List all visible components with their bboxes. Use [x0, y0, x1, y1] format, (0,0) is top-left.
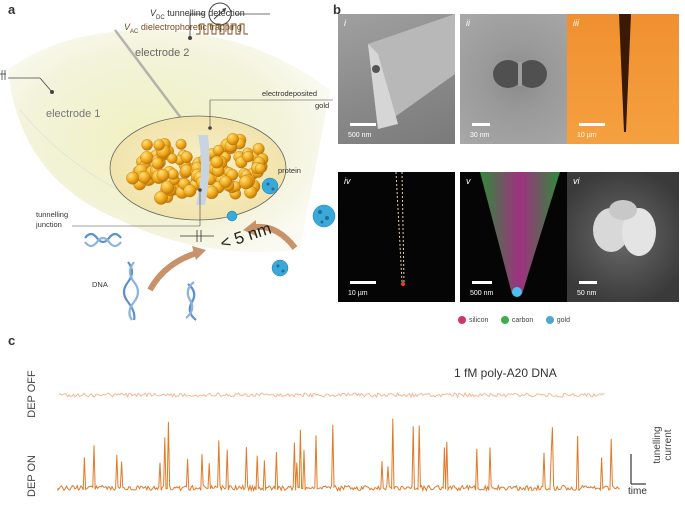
gold-particle [180, 151, 193, 164]
micrograph-iv: iv 10 µm [338, 172, 455, 302]
panel-a-schematic [0, 2, 336, 321]
gold-particle [138, 171, 151, 184]
gold-particle [210, 155, 224, 169]
scale-bar [579, 281, 597, 284]
gold-particle [156, 168, 170, 182]
gold-label: gold [315, 101, 330, 110]
scale-text: 500 nm [348, 132, 372, 139]
dep-off-trace [59, 392, 605, 399]
gold-particle [154, 190, 168, 205]
condition-annotation: 1 fM poly-A20 DNA [454, 366, 557, 380]
scale-text: 50 nm [577, 290, 597, 297]
legend-gold: gold [545, 316, 570, 325]
dna-helix-icon [84, 232, 197, 321]
vac-label: VAC dielectrophoretic trapping [124, 22, 242, 35]
electrode-2-label: electrode 2 [135, 47, 190, 59]
gold-particle [166, 153, 178, 164]
vdc-label: VDC tunnelling detection [150, 8, 245, 21]
legend-silicon: silicon [458, 316, 488, 325]
gold-particle [183, 184, 197, 198]
legend-carbon: carbon [500, 316, 533, 325]
eds-legend: silicon carbon gold [458, 309, 578, 327]
ac-waveform-icon [196, 23, 248, 35]
micrograph-vi-label: vi [573, 176, 580, 186]
micrograph-ii: ii 30 nm [460, 14, 577, 144]
junction-gap [196, 135, 210, 205]
scale-bar [472, 123, 490, 126]
trace-scale-bar [630, 454, 646, 485]
micrograph-iv-label: iv [344, 176, 351, 186]
gold-particle [252, 142, 265, 155]
micrograph-vi: vi 50 nm [567, 172, 679, 302]
scale-text: 500 nm [470, 290, 494, 297]
scale-bar [579, 123, 605, 126]
dep-on-trace [57, 418, 620, 493]
gold-particle [175, 138, 187, 150]
dna-label: DNA [92, 280, 108, 289]
gold-particle [140, 151, 154, 165]
tunnelling-label: tunnelling [36, 210, 69, 219]
micrograph-v-label: v [466, 176, 471, 186]
protein-label: protein [278, 166, 301, 175]
dna-arrow [147, 249, 201, 292]
electrode-1-label: electrode 1 [46, 108, 101, 120]
scale-bar [350, 281, 376, 284]
micrograph-v: v 500 nm [460, 172, 577, 302]
current-traces [57, 392, 620, 493]
gold-particle [151, 157, 164, 170]
panel-c-letter: c [8, 333, 16, 348]
micrograph-i: i 500 nm [338, 14, 455, 144]
gold-particle [160, 180, 175, 195]
junction-label: junction [36, 220, 62, 229]
panel-a-letter: a [8, 2, 16, 17]
scale-text: 10 µm [348, 290, 368, 297]
micrograph-ii-label: ii [466, 18, 470, 28]
scale-bar [472, 281, 492, 284]
micrograph-i-label: i [344, 18, 346, 28]
time-axis-label: time [628, 486, 647, 497]
gold-particle [254, 163, 266, 174]
gold-particle [153, 139, 165, 151]
gold-particle [141, 139, 153, 151]
scale-text: 30 nm [470, 132, 490, 139]
electrodeposited-label: electrodeposited [262, 89, 318, 98]
scale-text: 10 µm [577, 132, 597, 139]
gold-particle [226, 133, 239, 146]
scale-bar [350, 123, 376, 126]
gold-particle [219, 175, 232, 188]
micrograph-iii-label: iii [573, 18, 579, 28]
panel-b-letter: b [333, 2, 341, 17]
micrograph-iii: iii 10 µm [567, 14, 679, 144]
gold-particle [213, 144, 224, 156]
gold-particle [242, 150, 254, 163]
gold-particle [126, 171, 139, 185]
gold-particle [238, 175, 253, 190]
gold-particle [167, 168, 179, 180]
